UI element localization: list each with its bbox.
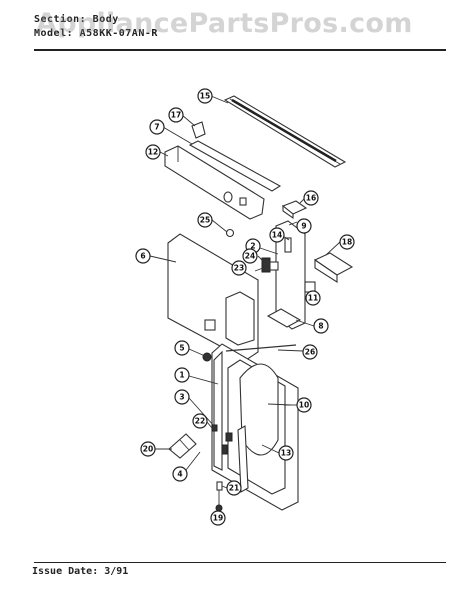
header-rule <box>34 49 446 51</box>
svg-text:17: 17 <box>171 111 181 120</box>
svg-text:12: 12 <box>148 148 158 157</box>
callout-19: 19 <box>210 510 226 526</box>
callout-18: 18 <box>339 234 355 250</box>
svg-text:8: 8 <box>318 322 323 331</box>
callout-4: 4 <box>172 466 188 482</box>
part-12-control-panel <box>164 145 265 220</box>
svg-text:10: 10 <box>299 401 309 410</box>
svg-text:23: 23 <box>234 264 244 273</box>
svg-text:14: 14 <box>272 231 282 240</box>
callout-7: 7 <box>149 119 165 135</box>
svg-text:13: 13 <box>281 449 291 458</box>
part-18-channel <box>313 252 354 284</box>
svg-text:25: 25 <box>200 216 210 225</box>
part-17-bracket <box>191 121 206 139</box>
part-21-screw <box>215 481 223 512</box>
part-15-top-trim <box>223 95 347 168</box>
callout-3: 3 <box>174 389 190 405</box>
part-13-strip <box>237 425 249 493</box>
svg-text:3: 3 <box>179 393 184 402</box>
svg-text:2: 2 <box>250 242 255 251</box>
svg-text:5: 5 <box>179 344 184 353</box>
part-7-rail <box>188 140 282 192</box>
svg-text:18: 18 <box>342 238 352 247</box>
svg-text:11: 11 <box>308 294 318 303</box>
callout-24: 24 <box>242 248 258 264</box>
callout-14: 14 <box>269 227 285 243</box>
callout-10: 10 <box>296 397 312 413</box>
part-20-latch <box>168 433 197 459</box>
part-1-door-frame <box>211 343 299 511</box>
section-label: Section: Body <box>34 14 119 25</box>
part-24-hinge <box>261 257 279 273</box>
model-label: Model: A58KK-07AN-R <box>34 28 158 39</box>
svg-text:22: 22 <box>195 417 205 426</box>
callout-8: 8 <box>313 318 329 334</box>
part-8-base-bracket <box>266 308 302 328</box>
svg-text:4: 4 <box>177 470 182 479</box>
svg-text:15: 15 <box>200 92 210 101</box>
callout-1: 1 <box>174 367 190 383</box>
callout-12: 12 <box>145 144 161 160</box>
callout-13: 13 <box>278 445 294 461</box>
callout-26: 26 <box>302 344 318 360</box>
svg-text:24: 24 <box>245 252 255 261</box>
callout-9: 9 <box>296 218 312 234</box>
callout-11: 11 <box>305 290 321 306</box>
callout-17: 17 <box>168 107 184 123</box>
svg-text:9: 9 <box>301 222 306 231</box>
part-6-large-panel <box>167 233 259 361</box>
callout-16: 16 <box>303 190 319 206</box>
callout-6: 6 <box>135 248 151 264</box>
svg-text:20: 20 <box>143 445 153 454</box>
part-5-washer <box>202 352 212 362</box>
svg-text:21: 21 <box>229 484 239 493</box>
callout-20: 20 <box>140 441 156 457</box>
part-26-strip <box>225 344 297 352</box>
svg-text:6: 6 <box>140 252 145 261</box>
svg-text:19: 19 <box>213 514 223 523</box>
callout-5: 5 <box>174 340 190 356</box>
callout-22: 22 <box>192 413 208 429</box>
part-25-knob <box>225 228 235 238</box>
watermark: AppliancePartsPros.com <box>36 8 413 39</box>
part-16-block <box>281 200 308 220</box>
svg-text:7: 7 <box>154 123 159 132</box>
svg-text:26: 26 <box>305 348 315 357</box>
svg-text:1: 1 <box>179 371 184 380</box>
callout-21: 21 <box>226 480 242 496</box>
callout-25: 25 <box>197 212 213 228</box>
callout-15: 15 <box>197 88 213 104</box>
svg-text:16: 16 <box>306 194 316 203</box>
issue-date: Issue Date: 3/91 <box>32 566 129 577</box>
callout-23: 23 <box>231 260 247 276</box>
leader-lines <box>149 95 341 489</box>
footer-rule <box>34 562 446 563</box>
